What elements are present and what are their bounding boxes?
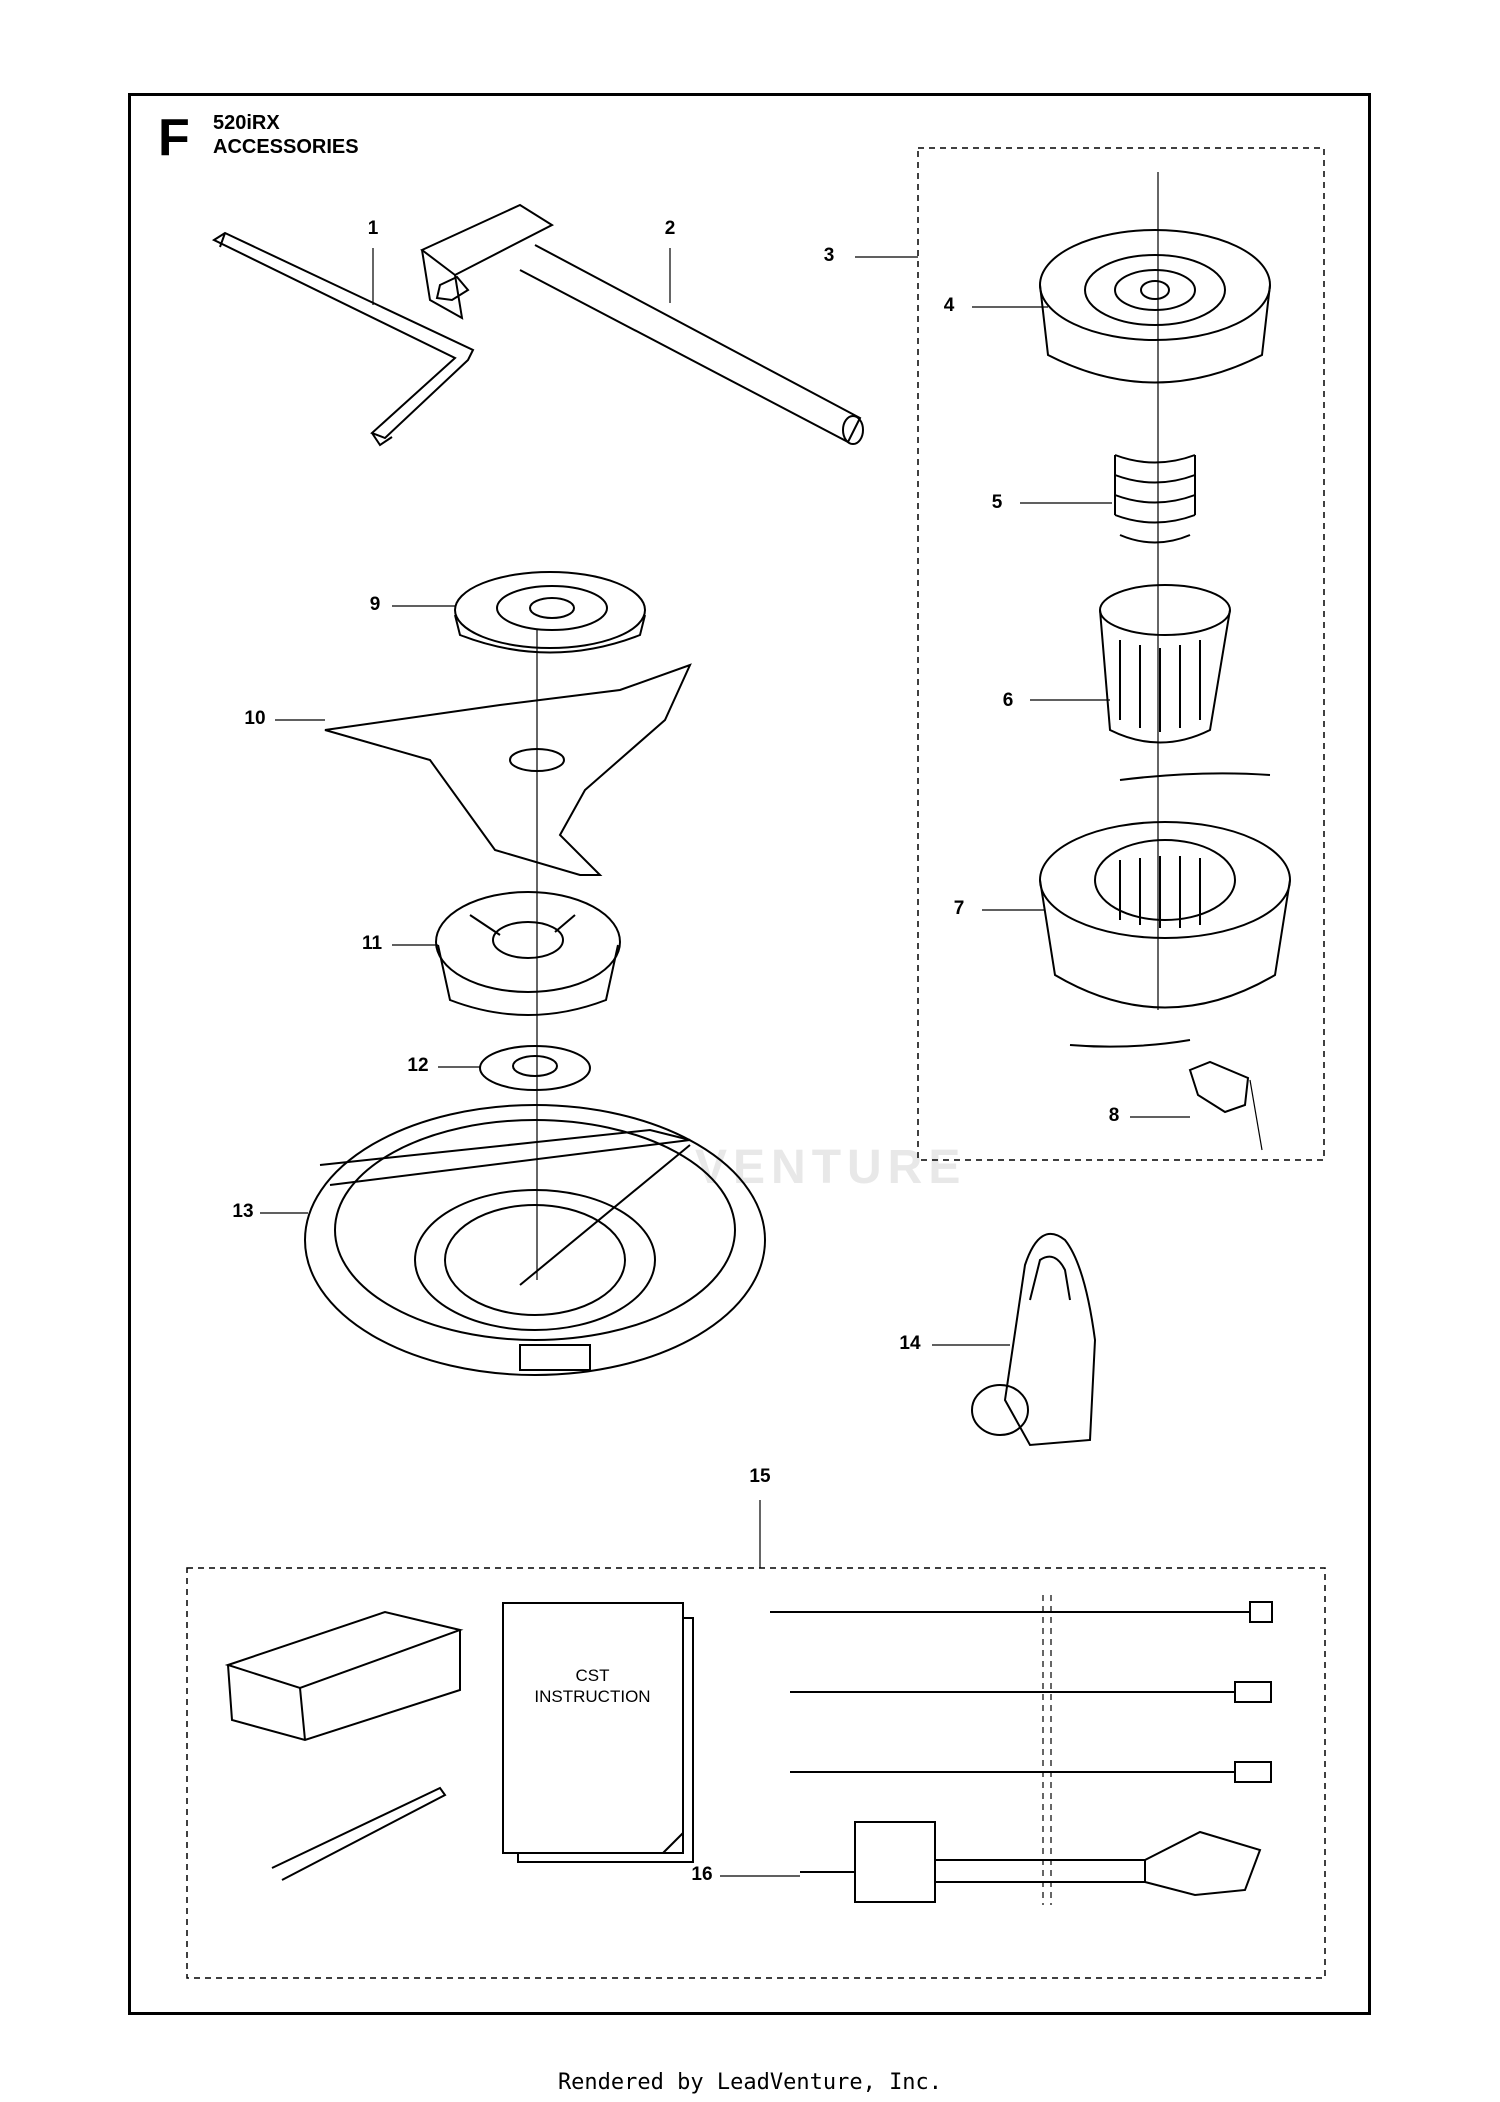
callout-7: 7 — [953, 898, 965, 919]
grass-blade-part-10 — [324, 663, 692, 876]
spool-housing-part-7 — [1039, 772, 1291, 1048]
callout-10: 10 — [244, 708, 266, 729]
trimmer-cap-part-4 — [1039, 229, 1271, 384]
group-3-box — [917, 147, 1325, 1161]
model-name: 520iRX — [213, 112, 280, 134]
nut-part-12 — [479, 1045, 591, 1091]
group-15-box — [186, 1567, 1326, 1979]
section-letter: F — [158, 109, 190, 167]
callout-14: 14 — [899, 1333, 921, 1354]
callout-15: 15 — [749, 1466, 771, 1487]
callout-6: 6 — [1002, 690, 1014, 711]
callout-2: 2 — [664, 218, 676, 239]
manual-line-1: CST — [575, 1666, 610, 1685]
callout-4: 4 — [943, 295, 955, 316]
tweezers-part-15 — [271, 1786, 447, 1881]
blade-guard-part-13 — [304, 1104, 766, 1376]
charger-box-part-15 — [224, 1610, 464, 1742]
axis-line — [1249, 1079, 1263, 1151]
cables-part-15 — [770, 1595, 1273, 1905]
callout-12: 12 — [407, 1055, 429, 1076]
callout-16: 16 — [691, 1864, 713, 1885]
support-flange-part-9 — [454, 571, 646, 654]
callout-9: 9 — [369, 594, 381, 615]
line-clip-part-8 — [1188, 1060, 1250, 1114]
watermark-text: VENTURE — [695, 1141, 967, 1194]
diagram-frame — [128, 93, 1371, 2015]
callout-3: 3 — [823, 245, 835, 266]
leader-lines — [260, 248, 1190, 1877]
callout-5: 5 — [991, 492, 1003, 513]
manual-line-2: INSTRUCTION — [534, 1687, 651, 1706]
footer-credit: Rendered by LeadVenture, Inc. — [557, 2070, 943, 2095]
callout-1: 1 — [367, 218, 379, 239]
manual-part-15 — [502, 1602, 694, 1863]
support-cup-part-11 — [435, 891, 621, 1016]
hex-key-part-1 — [211, 231, 475, 447]
box-wrench-part-2 — [420, 203, 864, 445]
callout-11: 11 — [361, 933, 383, 954]
harness-clip-part-14 — [971, 1232, 1097, 1447]
diagram-title: ACCESSORIES — [213, 136, 359, 158]
spool-insert-part-6 — [1099, 584, 1231, 744]
callout-13: 13 — [232, 1201, 254, 1222]
spring-part-5 — [1114, 454, 1196, 544]
manual-cover-text: CST INSTRUCTION — [505, 1665, 680, 1707]
callout-8: 8 — [1108, 1105, 1120, 1126]
